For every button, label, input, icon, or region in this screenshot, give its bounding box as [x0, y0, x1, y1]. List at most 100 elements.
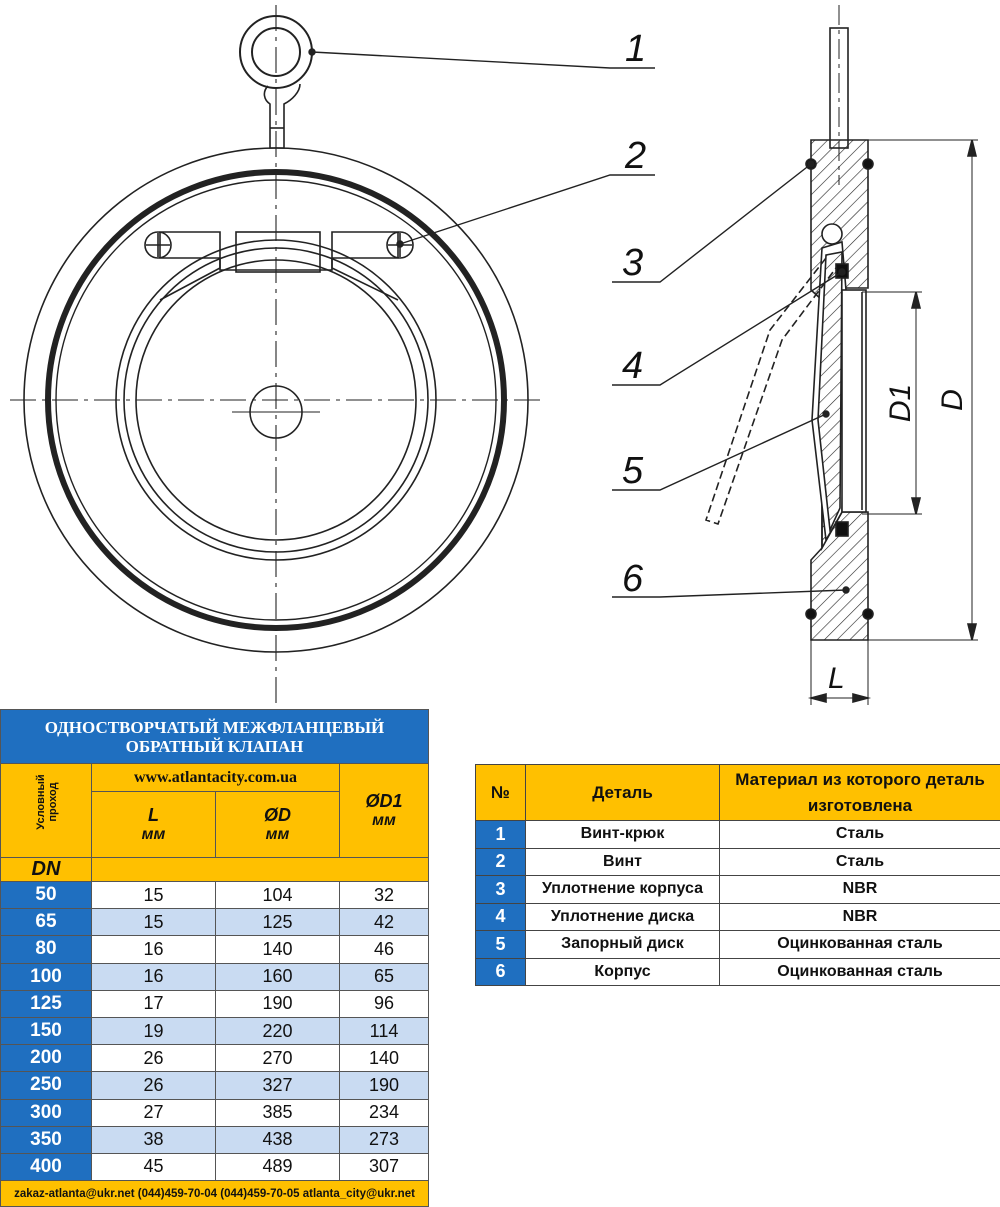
- d-cell: 190: [216, 990, 340, 1017]
- leader-2: [400, 175, 655, 244]
- d1-cell: 307: [340, 1153, 429, 1180]
- d1-cell: 32: [340, 882, 429, 909]
- dn-cell: 125: [1, 990, 92, 1017]
- d1-cell: 65: [340, 963, 429, 990]
- d1-cell: 96: [340, 990, 429, 1017]
- part-num-cell: 2: [476, 848, 526, 876]
- col-part-header: Деталь: [526, 765, 720, 821]
- part-name-cell: Запорный диск: [526, 931, 720, 959]
- d1-cell: 140: [340, 1045, 429, 1072]
- part-num-cell: 4: [476, 903, 526, 931]
- leader-1: [312, 52, 655, 68]
- dn-cell: 350: [1, 1126, 92, 1153]
- d-cell: 104: [216, 882, 340, 909]
- header-spacer: [92, 858, 429, 882]
- part-name-cell: Корпус: [526, 958, 720, 986]
- dn-cell: 150: [1, 1017, 92, 1044]
- d1-cell: 114: [340, 1017, 429, 1044]
- part-material-cell: Сталь: [720, 821, 1000, 849]
- dn-cell: 65: [1, 909, 92, 936]
- l-cell: 15: [92, 909, 216, 936]
- dn-header: Условный проход: [1, 764, 92, 858]
- col-num-header: №: [476, 765, 526, 821]
- leader-4: [612, 272, 842, 385]
- dimensions-table: ОДНОСТВОРЧАТЫЙ МЕЖФЛАНЦЕВЫЙ ОБРАТНЫЙ КЛА…: [0, 709, 429, 1207]
- part-num-cell: 1: [476, 821, 526, 849]
- col-material-header: Материал из которого деталь изготовлена: [720, 765, 1000, 821]
- d-cell: 160: [216, 963, 340, 990]
- screw-icon: [145, 232, 171, 258]
- d1-cell: 273: [340, 1126, 429, 1153]
- d-cell: 220: [216, 1017, 340, 1044]
- l-cell: 16: [92, 936, 216, 963]
- col-l-header: L мм: [92, 792, 216, 858]
- dim-label-D1: D1: [886, 384, 916, 422]
- part-material-cell: Сталь: [720, 848, 1000, 876]
- d1-cell: 234: [340, 1099, 429, 1126]
- l-cell: 26: [92, 1072, 216, 1099]
- d-cell: 140: [216, 936, 340, 963]
- callout-4: 4: [622, 347, 643, 385]
- l-cell: 38: [92, 1126, 216, 1153]
- dn-symbol: DN: [1, 858, 92, 882]
- hinge-bar: [160, 232, 398, 270]
- l-cell: 45: [92, 1153, 216, 1180]
- callout-6: 6: [622, 560, 643, 598]
- dn-cell: 200: [1, 1045, 92, 1072]
- dn-cell: 400: [1, 1153, 92, 1180]
- callout-3: 3: [622, 244, 643, 282]
- part-material-cell: NBR: [720, 876, 1000, 904]
- dim-label-L: L: [828, 664, 845, 694]
- l-cell: 19: [92, 1017, 216, 1044]
- part-num-cell: 5: [476, 931, 526, 959]
- d1-cell: 42: [340, 909, 429, 936]
- website-cell: www.atlantacity.com.ua: [92, 764, 340, 792]
- parts-table: № Деталь Материал из которого деталь изг…: [475, 764, 1000, 986]
- dn-cell: 250: [1, 1072, 92, 1099]
- d-cell: 438: [216, 1126, 340, 1153]
- dim-label-D: D: [938, 389, 968, 411]
- d-cell: 125: [216, 909, 340, 936]
- table-title: ОДНОСТВОРЧАТЫЙ МЕЖФЛАНЦЕВЫЙ ОБРАТНЫЙ КЛА…: [1, 710, 429, 764]
- l-cell: 26: [92, 1045, 216, 1072]
- d-cell: 489: [216, 1153, 340, 1180]
- leader-5: [612, 414, 826, 490]
- l-cell: 27: [92, 1099, 216, 1126]
- part-num-cell: 3: [476, 876, 526, 904]
- l-cell: 16: [92, 963, 216, 990]
- l-cell: 17: [92, 990, 216, 1017]
- dn-cell: 100: [1, 963, 92, 990]
- valve-drawing: [0, 0, 1000, 705]
- l-cell: 15: [92, 882, 216, 909]
- callout-1: 1: [625, 30, 646, 68]
- d-cell: 327: [216, 1072, 340, 1099]
- dn-cell: 300: [1, 1099, 92, 1126]
- leader-lines: [309, 49, 849, 597]
- part-material-cell: Оцинкованная сталь: [720, 958, 1000, 986]
- d-cell: 385: [216, 1099, 340, 1126]
- section-view: [706, 5, 978, 705]
- d1-cell: 190: [340, 1072, 429, 1099]
- part-name-cell: Уплотнение диска: [526, 903, 720, 931]
- dn-cell: 80: [1, 936, 92, 963]
- d1-cell: 46: [340, 936, 429, 963]
- part-num-cell: 6: [476, 958, 526, 986]
- part-name-cell: Винт: [526, 848, 720, 876]
- dn-cell: 50: [1, 882, 92, 909]
- d-cell: 270: [216, 1045, 340, 1072]
- contact-footer: zakaz-atlanta@ukr.net (044)459-70-04 (04…: [1, 1181, 429, 1207]
